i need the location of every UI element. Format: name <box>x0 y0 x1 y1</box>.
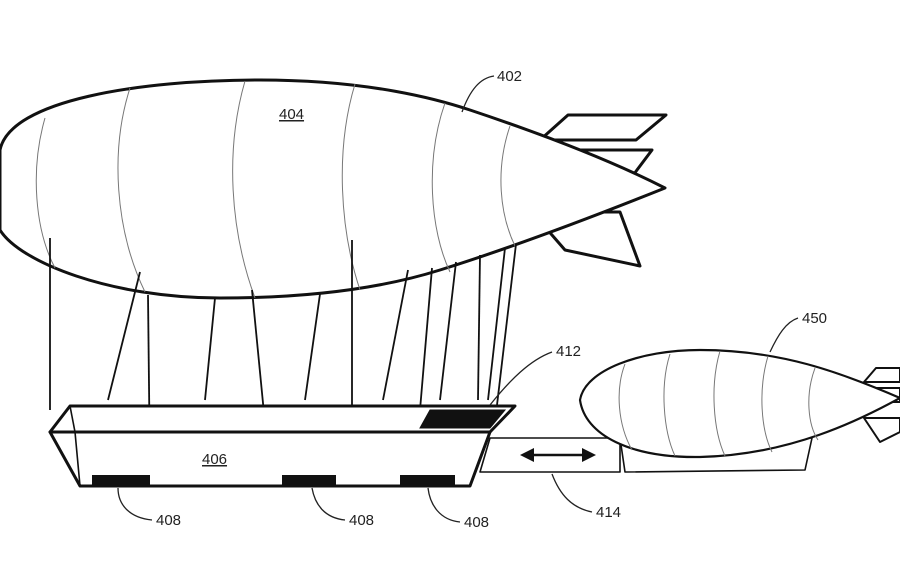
hang-cable <box>383 270 408 400</box>
label-bay-middle: 408 <box>349 512 374 529</box>
label-bay-right: 408 <box>464 514 489 531</box>
label-dock-port: 412 <box>556 343 581 360</box>
hang-cable <box>108 272 140 400</box>
hang-cable <box>478 255 480 400</box>
leader-408-right <box>428 488 460 522</box>
tail-fin-upper <box>540 115 666 140</box>
dock-port <box>420 410 505 428</box>
leader-408-left <box>118 488 152 520</box>
shuttle-fin-lower <box>864 418 900 442</box>
hang-cable <box>488 248 505 400</box>
leader-414 <box>552 474 592 512</box>
bay-right <box>400 475 455 486</box>
label-envelope: 404 <box>279 106 304 123</box>
bay-left <box>92 475 150 486</box>
leader-450 <box>770 318 798 352</box>
hang-cable <box>440 262 456 400</box>
hang-cable <box>305 294 320 400</box>
label-gondola: 406 <box>202 451 227 468</box>
bay-middle <box>282 475 336 486</box>
hang-cable <box>205 298 215 400</box>
label-main-airship: 402 <box>497 68 522 85</box>
shuttle-fin-upper <box>864 368 900 382</box>
shuttle-airship <box>580 350 900 472</box>
leader-402 <box>462 76 494 112</box>
label-shuttle-airship: 450 <box>802 310 827 327</box>
leader-408-middle <box>312 488 345 520</box>
hang-cable <box>497 244 516 405</box>
gondola <box>50 406 515 486</box>
hang-cable <box>420 268 432 410</box>
shuttle-ramp <box>480 438 620 472</box>
label-bay-left: 408 <box>156 512 181 529</box>
main-envelope <box>0 80 665 298</box>
label-shuttle-ramp: 414 <box>596 504 621 521</box>
